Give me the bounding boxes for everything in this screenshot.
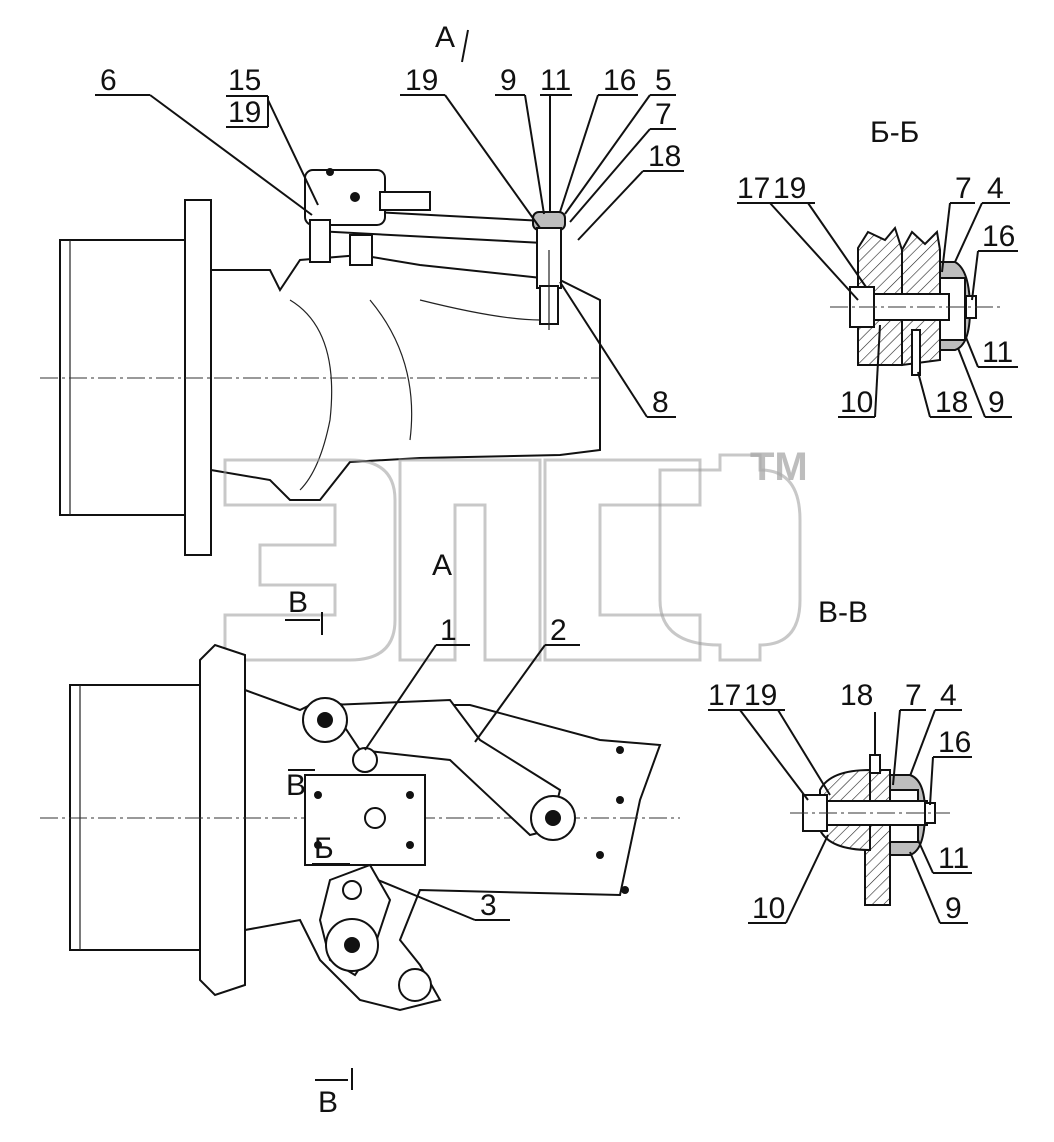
callout-5: 5 [655,64,672,97]
watermark-logo: TM [223,445,808,662]
vv-callout-19: 19 [744,679,777,712]
vv-callout-16: 16 [938,726,971,759]
section-vv [790,754,950,906]
section-vv-title: В-В [818,596,868,629]
bb-callout-19: 19 [773,172,806,205]
bb-callout-16: 16 [982,220,1015,253]
callout-18: 18 [648,140,681,173]
vv-callout-7: 7 [905,679,922,712]
callout-1: 1 [440,614,457,647]
cut-mark-b: Б [314,832,334,865]
vv-callout-10: 10 [752,892,785,925]
cut-mark-v-bottom: В [318,1086,338,1119]
vv-callout-9: 9 [945,892,962,925]
bottom-callouts: 1 2 3 [364,614,580,922]
callout-9: 9 [500,64,517,97]
top-view [40,168,601,556]
callout-19-top: 19 [405,64,438,97]
vv-callout-17: 17 [708,679,741,712]
bb-callout-9: 9 [988,386,1005,419]
bottom-flange [199,643,246,997]
bb-callout-17: 17 [737,172,770,205]
view-arrow-line [461,29,469,63]
callout-15: 15 [228,64,261,97]
vv-callout-4: 4 [940,679,957,712]
cut-mark-v-left: В [286,769,306,802]
top-left-bracket [304,169,386,226]
callout-7: 7 [655,98,672,131]
section-bb [830,225,1000,376]
watermark-tm: TM [750,445,808,489]
cut-mark-v-top: В [288,586,308,619]
section-bb-callouts: 17 19 7 4 16 11 9 18 10 [737,172,1018,419]
callout-2: 2 [550,614,567,647]
callout-8: 8 [652,386,669,419]
bb-callout-10: 10 [840,386,873,419]
callout-3: 3 [480,889,497,922]
section-bb-title: Б-Б [870,116,919,149]
bb-callout-18: 18 [935,386,968,419]
callout-6: 6 [100,64,117,97]
bottom-view-title: А [432,549,452,582]
view-arrow-label: А [435,21,455,54]
top-callouts: 6 15 19 19 9 11 16 5 7 18 8 [95,64,684,419]
bb-callout-4: 4 [987,172,1004,205]
section-vv-callouts: 17 19 18 7 4 16 11 9 10 [708,679,972,925]
bottom-view [40,643,680,1012]
vv-callout-11: 11 [938,842,969,875]
callout-19-left: 19 [228,96,261,129]
callout-16: 16 [603,64,636,97]
bb-callout-11: 11 [982,336,1013,369]
vv-callout-18: 18 [840,679,873,712]
bb-callout-7: 7 [955,172,972,205]
callout-11: 11 [540,64,571,97]
